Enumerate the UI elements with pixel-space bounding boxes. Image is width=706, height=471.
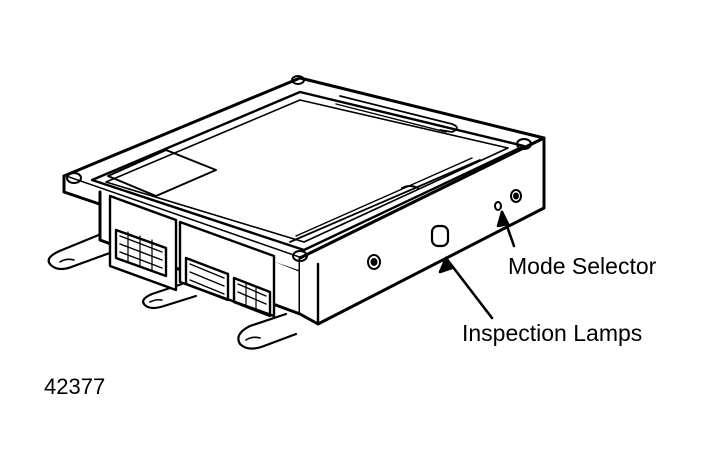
side-screw (367, 254, 381, 270)
mounting-tabs (47, 230, 298, 350)
mode-selector-label: Mode Selector (508, 253, 657, 279)
mode-selector-leader (496, 210, 516, 248)
top-cover-plate (90, 90, 526, 252)
inspection-lamps-window (430, 224, 450, 248)
connector-housing-left (108, 194, 178, 292)
figure-number: 42377 (44, 374, 106, 399)
inspection-lamps-leader (438, 256, 494, 320)
inspection-lamps-label: Inspection Lamps (462, 320, 643, 346)
mode-selector-knob (494, 189, 522, 211)
housing-outline (62, 76, 546, 326)
connector-housing-right (178, 220, 276, 318)
corner-screws (66, 75, 532, 262)
